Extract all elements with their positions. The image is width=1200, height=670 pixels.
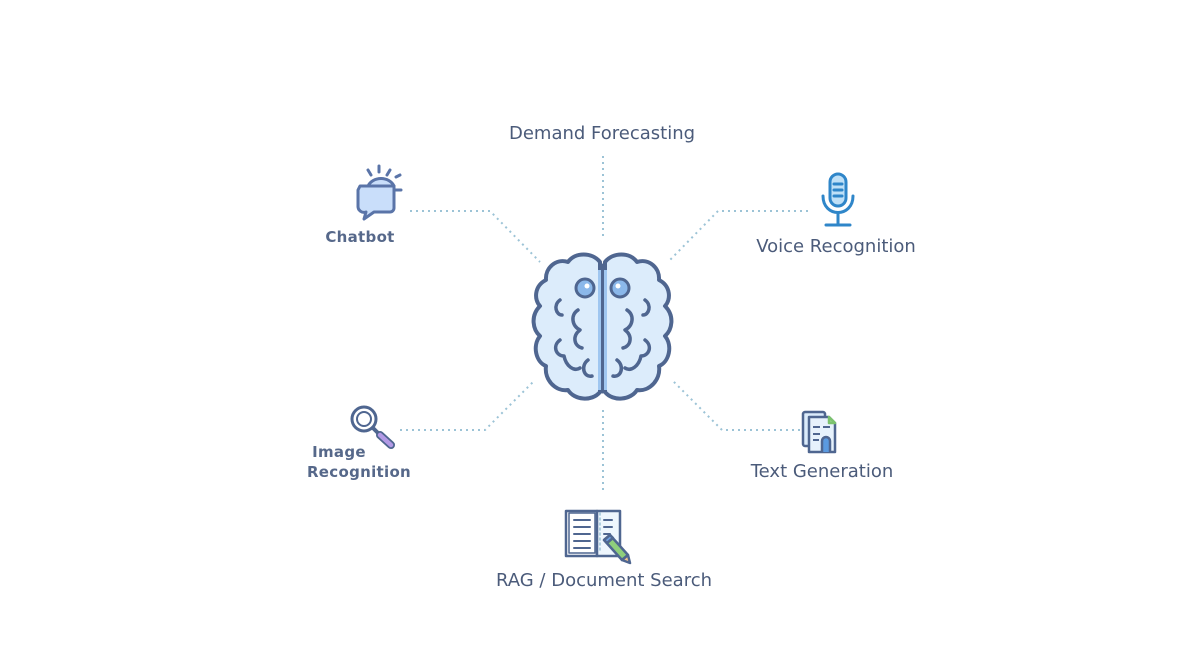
- label-chatbot: Chatbot: [325, 228, 395, 246]
- microphone-icon: [821, 172, 855, 227]
- label-voice-recognition: Voice Recognition: [756, 236, 916, 257]
- label-demand-forecasting: Demand Forecasting: [508, 123, 696, 144]
- connectors: [400, 156, 808, 494]
- connector-image: [400, 379, 536, 431]
- connector-voice: [667, 210, 808, 263]
- label-image-line2: Recognition: [306, 463, 412, 481]
- open-book-pencil-icon: [564, 509, 632, 565]
- brain-icon: [531, 252, 674, 401]
- magnifier-icon: [350, 405, 395, 449]
- label-text-generation: Text Generation: [750, 461, 894, 482]
- chat-bubble-icon: [356, 164, 403, 221]
- connector-textgen: [671, 379, 800, 431]
- document-icon: [801, 410, 837, 454]
- connector-chatbot: [410, 210, 541, 263]
- label-image-line1: Image: [312, 443, 366, 461]
- label-rag-document-search: RAG / Document Search: [495, 570, 713, 591]
